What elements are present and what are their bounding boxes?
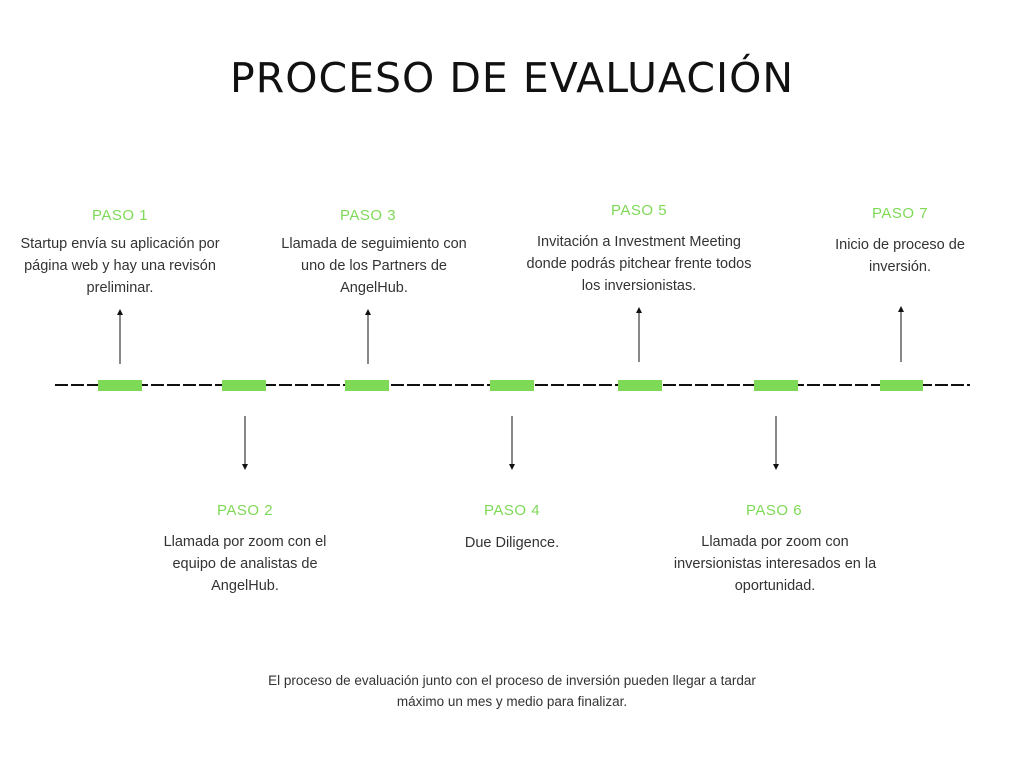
step-3-marker (345, 380, 389, 391)
step-6-marker (754, 380, 798, 391)
step-7-label: PASO 7 (871, 205, 929, 222)
step-7-marker (880, 380, 923, 391)
step-5-description: Invitación a Investment Meeting donde po… (526, 234, 752, 294)
step-1-label: PASO 1 (91, 207, 149, 224)
footer-note: El proceso de evaluación junto con el pr… (268, 673, 756, 709)
step-1-marker (98, 380, 142, 391)
step-5-marker (618, 380, 662, 391)
step-1-description: Startup envía su aplicación por página w… (20, 236, 220, 296)
step-7-description: Inicio de proceso de inversión. (835, 237, 965, 275)
step-2-marker (222, 380, 266, 391)
page-title: PROCESO DE EVALUACIÓN (229, 54, 795, 102)
step-3-description: Llamada de seguimiento con uno de los Pa… (281, 236, 467, 296)
step-4-description: Due Diligence. (464, 535, 560, 551)
step-5-label: PASO 5 (610, 202, 668, 219)
step-3-label: PASO 3 (339, 207, 397, 224)
step-6-label: PASO 6 (745, 502, 803, 519)
step-4-label: PASO 4 (483, 502, 541, 519)
step-2-description: Llamada por zoom con el equipo de analis… (163, 534, 327, 594)
step-2-label: PASO 2 (216, 502, 274, 519)
step-6-description: Llamada por zoom con inversionistas inte… (673, 534, 877, 594)
step-4-marker (490, 380, 534, 391)
